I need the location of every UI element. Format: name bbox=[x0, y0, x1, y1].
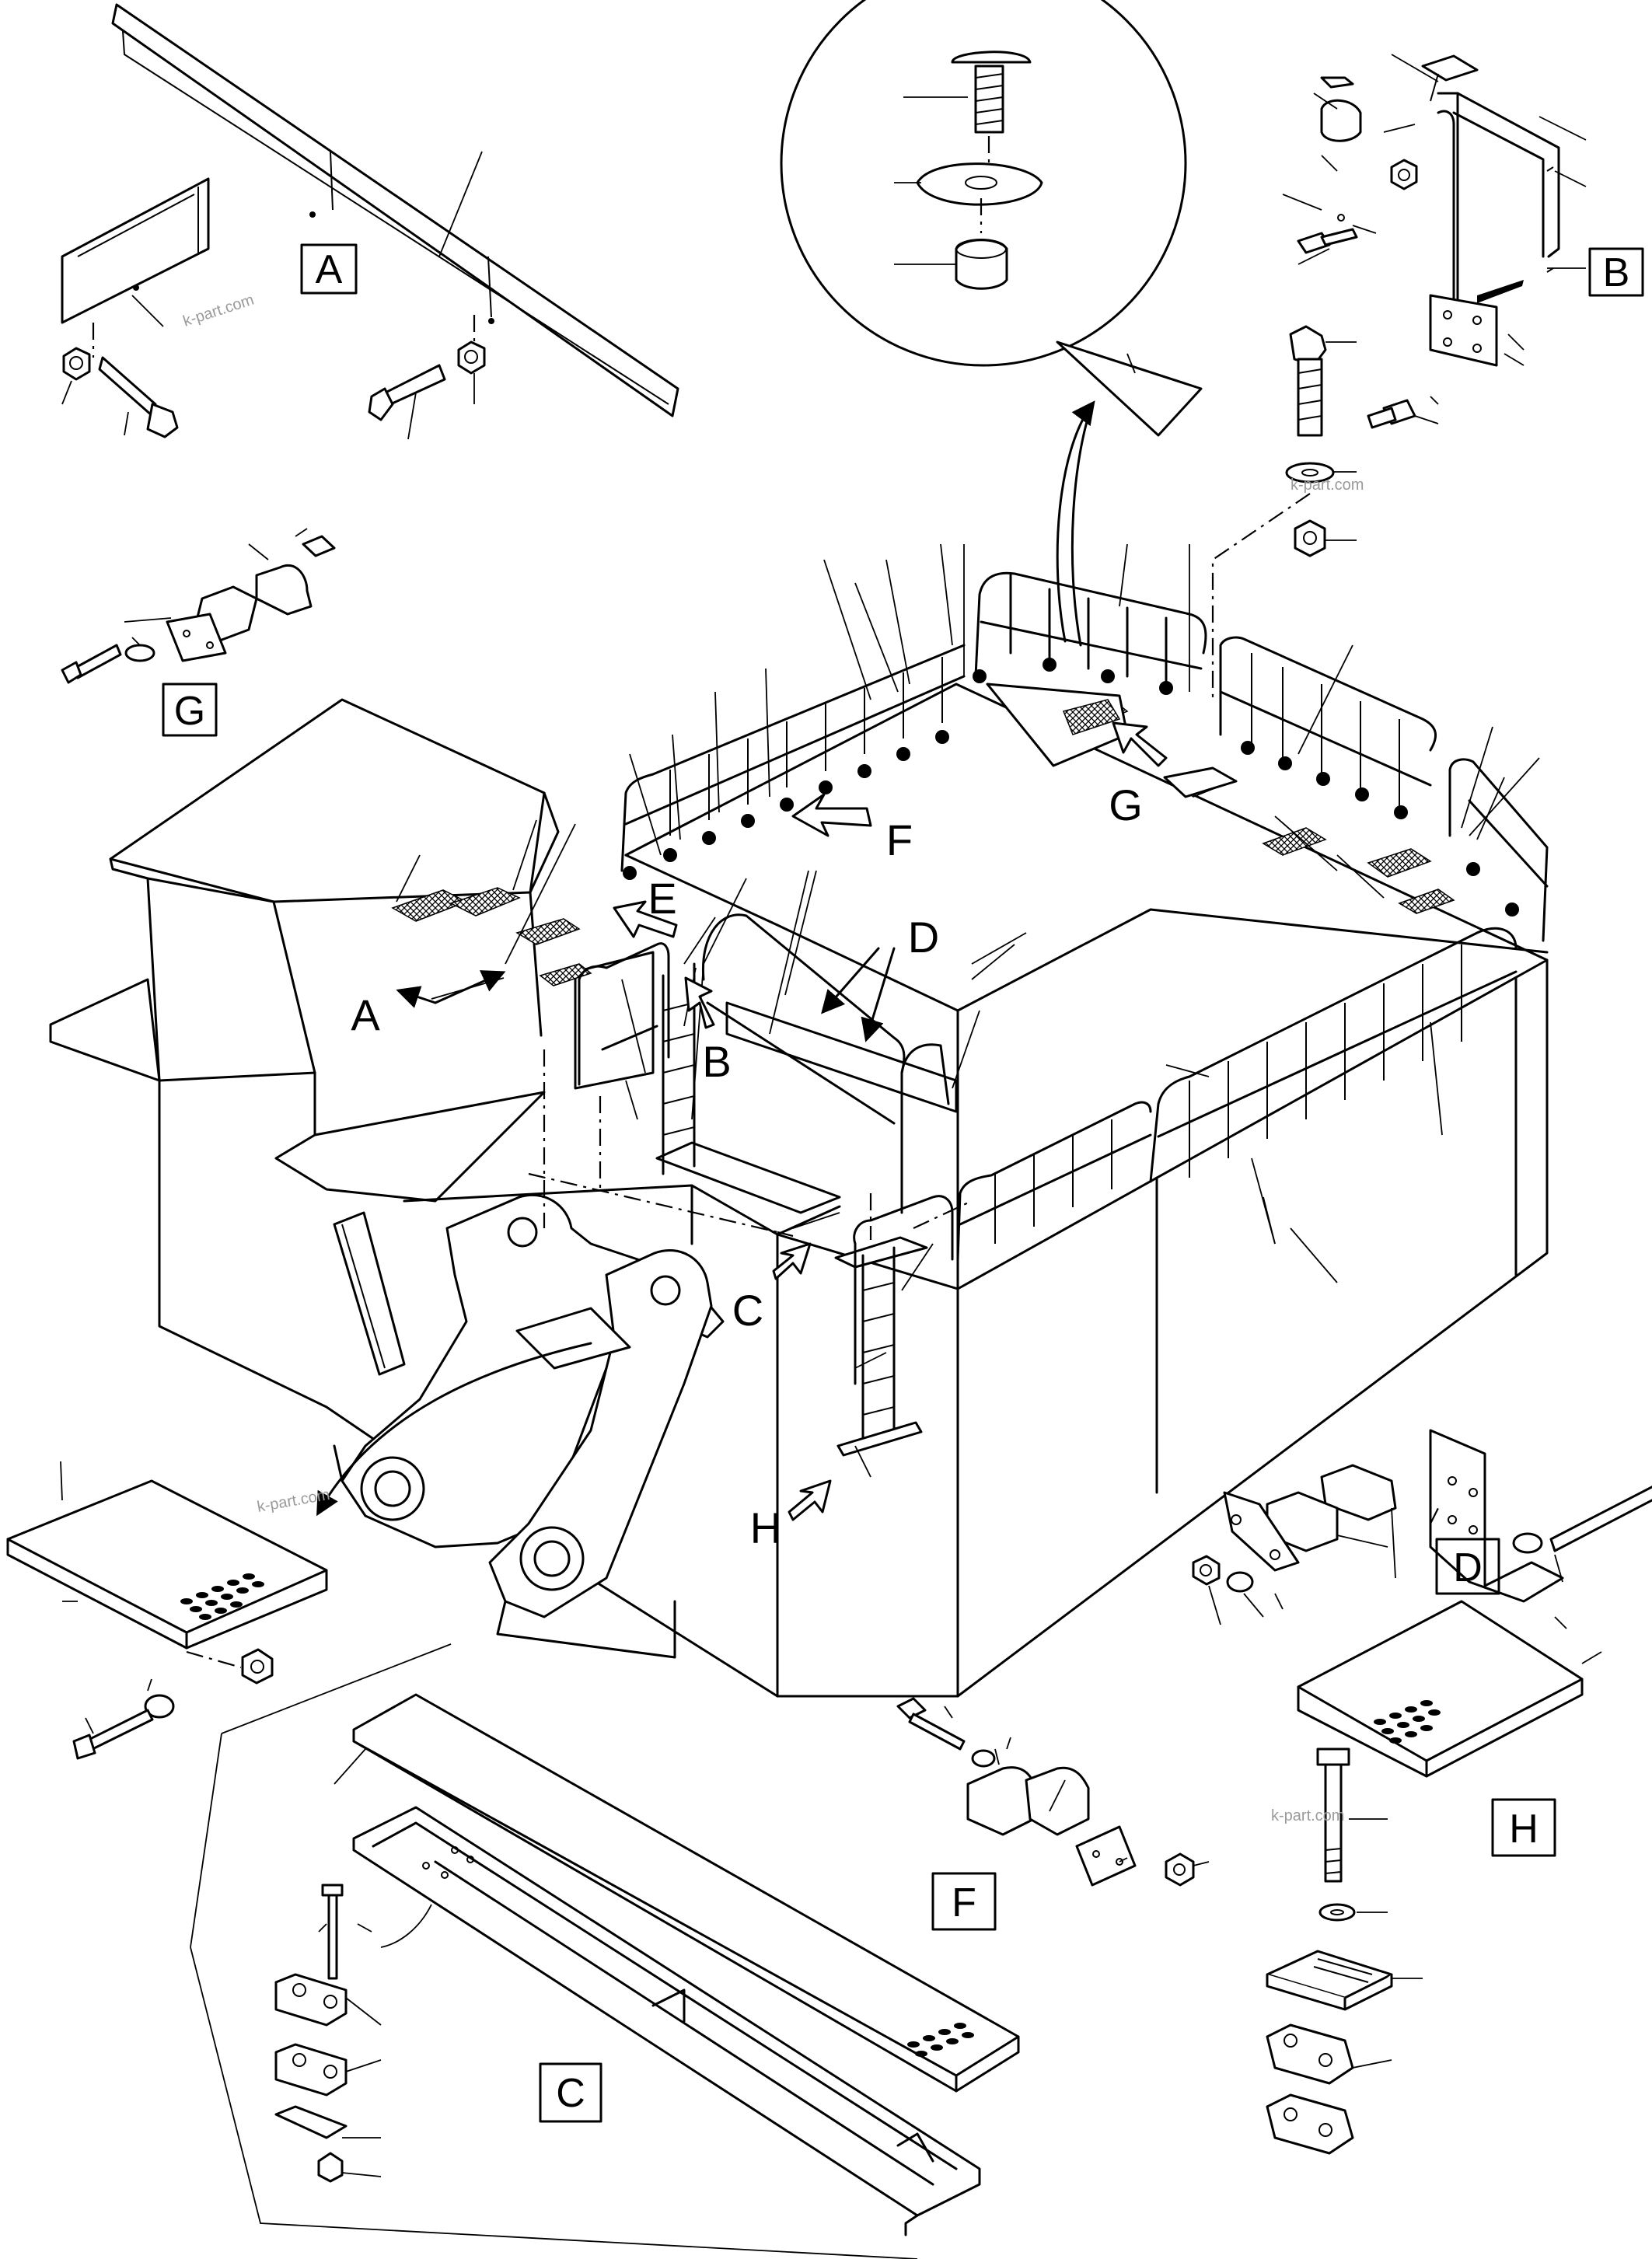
detail-c-box: C bbox=[539, 2062, 602, 2123]
detail-f-box: F bbox=[931, 1872, 997, 1931]
watermark-1: k-part.com bbox=[181, 292, 257, 330]
anti-slip-mesh bbox=[391, 683, 1455, 986]
detail-a-box: A bbox=[300, 243, 358, 295]
svg-text:H: H bbox=[1509, 1807, 1538, 1852]
detail-d-box: D bbox=[1435, 1538, 1500, 1595]
detail-step-left bbox=[6, 1461, 328, 1760]
callout-b: B bbox=[702, 1037, 731, 1086]
detail-a-panel bbox=[61, 3, 679, 440]
detail-b-box: B bbox=[1588, 247, 1644, 297]
callout-arrows bbox=[396, 400, 1168, 1521]
callout-d: D bbox=[908, 913, 939, 962]
callout-h: H bbox=[750, 1503, 781, 1552]
detail-h-step bbox=[1266, 1600, 1602, 2155]
callout-f: F bbox=[886, 815, 913, 864]
svg-text:B: B bbox=[1603, 250, 1630, 295]
callout-leaders bbox=[396, 543, 1540, 1478]
svg-text:G: G bbox=[174, 689, 205, 734]
detail-b-fasteners bbox=[1056, 325, 1357, 700]
detail-circle-mount bbox=[780, 0, 1187, 367]
detail-b-handrail bbox=[1282, 54, 1587, 429]
main-machine-body bbox=[49, 698, 1549, 1698]
svg-text:D: D bbox=[1453, 1545, 1483, 1590]
svg-text:C: C bbox=[556, 2071, 585, 2116]
detail-g-clamp bbox=[61, 528, 336, 684]
callout-g: G bbox=[1109, 780, 1143, 829]
detail-g-box: G bbox=[162, 683, 218, 737]
svg-text:F: F bbox=[952, 1880, 976, 1926]
detail-c-walkway bbox=[190, 1643, 1020, 2259]
detail-d-bracket bbox=[1192, 1429, 1652, 1629]
watermark-4: k-part.com bbox=[1271, 1807, 1344, 1824]
watermark-2: k-part.com bbox=[1291, 477, 1364, 494]
svg-text:A: A bbox=[316, 247, 343, 292]
callout-e: E bbox=[648, 874, 676, 923]
detail-h-box: H bbox=[1491, 1798, 1556, 1857]
railings bbox=[578, 571, 1549, 1385]
callout-c: C bbox=[732, 1286, 763, 1335]
detail-f-clamp bbox=[896, 1697, 1210, 1887]
callout-a: A bbox=[351, 990, 380, 1039]
